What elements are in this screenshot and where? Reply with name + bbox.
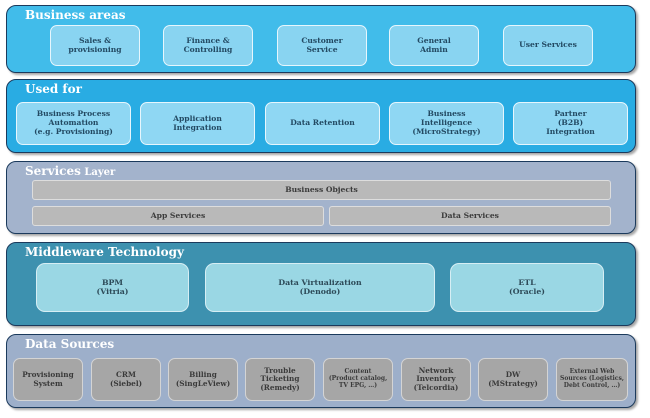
data-source-billing: Billing (SingLeView) (168, 358, 238, 401)
data-sources-title: Data Sources (25, 337, 115, 351)
services-layer-title: Services Layer (25, 164, 115, 178)
services-title-suffix: Layer (80, 167, 116, 178)
used-for-title: Used for (25, 82, 82, 96)
data-source-dw: DW (MStrategy) (478, 358, 548, 401)
middleware-bpm: BPM (Vitria) (36, 263, 189, 312)
middleware-technology-layer: Middleware Technology BPM (Vitria) Data … (6, 242, 636, 326)
data-source-crm: CRM (Siebel) (91, 358, 161, 401)
data-source-content: Content (Product catalog, TV EPG, …) (323, 358, 393, 401)
business-area-general-admin: General Admin (389, 25, 479, 66)
business-area-finance: Finance & Controlling (163, 25, 253, 66)
business-area-sales: Sales & provisioning (50, 25, 140, 66)
used-for-business-process-automation: Business Process Automation (e.g. Provis… (16, 102, 131, 145)
used-for-partner-integration: Partner (B2B) Integration (513, 102, 628, 145)
data-source-external-web-sources: External Web Sources (Logistics, Debt Co… (556, 358, 628, 401)
services-title-main: Services (25, 164, 81, 178)
data-source-network-inventory: Network Inventory (Telcordia) (401, 358, 471, 401)
business-areas-title: Business areas (25, 8, 126, 22)
used-for-business-intelligence: Business Intelligence (MicroStrategy) (389, 102, 504, 145)
service-app-services: App Services (32, 206, 324, 226)
service-business-objects: Business Objects (32, 180, 611, 200)
service-data-services: Data Services (329, 206, 611, 226)
services-layer: Services Layer Business Objects App Serv… (6, 161, 636, 234)
middleware-data-virtualization: Data Virtualization (Denodo) (205, 263, 435, 312)
data-source-provisioning-system: Provisioning System (13, 358, 83, 401)
used-for-data-retention: Data Retention (265, 102, 380, 145)
middleware-title: Middleware Technology (25, 245, 184, 259)
middleware-etl: ETL (Oracle) (450, 263, 604, 312)
used-for-layer: Used for Business Process Automation (e.… (6, 79, 636, 153)
data-sources-layer: Data Sources Provisioning System CRM (Si… (6, 334, 636, 408)
business-area-customer-service: Customer Service (277, 25, 367, 66)
used-for-application-integration: Application Integration (140, 102, 255, 145)
business-areas-layer: Business areas Sales & provisioning Fina… (6, 5, 636, 73)
data-source-trouble-ticketing: Trouble Ticketing (Remedy) (245, 358, 315, 401)
business-area-user-services: User Services (503, 25, 593, 66)
